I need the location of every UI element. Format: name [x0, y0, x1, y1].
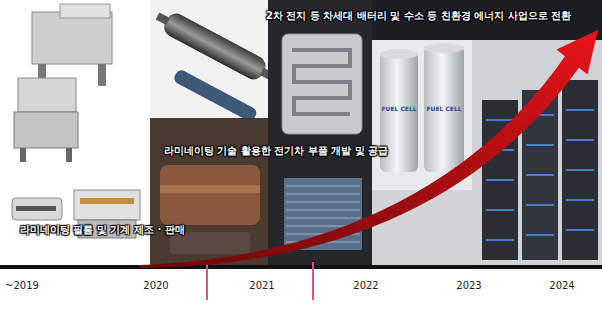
phase-title: 라미네이팅 기술 활용한 전기차 부품 개발 및 공급 [164, 145, 388, 157]
phase-title: 2차 전지 등 차세대 배터리 및 수소 등 친환경 에너지 사업으로 전환 [266, 10, 571, 22]
cylinder-text: FUEL CELL [381, 105, 416, 112]
timeline-marker [312, 262, 314, 300]
year-label: 2022 [353, 280, 378, 292]
fuel-cell-photo [372, 0, 602, 265]
phase-title: 라미네이팅 필름 및 기계 제조 · 판매 [20, 224, 185, 236]
year-label: 2021 [249, 280, 274, 292]
timeline-marker [206, 262, 208, 300]
year-label: 2023 [456, 280, 481, 292]
growth-arrow [140, 30, 598, 268]
year-label: 2020 [143, 280, 168, 292]
timeline-axis [0, 265, 602, 269]
cylinder-text: FUEL CELL [426, 105, 461, 112]
year-label: ~2019 [5, 280, 39, 292]
laminating-machines [12, 4, 140, 238]
year-label: 2024 [549, 280, 574, 292]
